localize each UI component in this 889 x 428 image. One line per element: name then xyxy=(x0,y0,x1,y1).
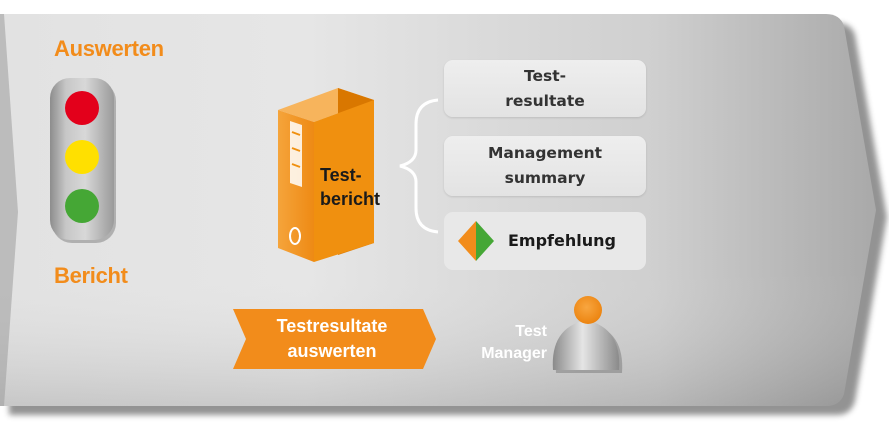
person-icon xyxy=(552,296,623,373)
traffic-light-green xyxy=(65,189,99,223)
folder-label: Test- bericht xyxy=(320,165,381,209)
brace-icon xyxy=(399,98,439,234)
content-box-empfehlung xyxy=(444,212,646,270)
activity-label: Testresultate auswerten xyxy=(276,316,388,361)
content-box-management-summary: Management summary xyxy=(444,136,646,196)
content-box-test-results: Test- resultate xyxy=(444,60,646,117)
content-box-empfehlung-label: Empfehlung xyxy=(508,231,616,250)
role-label: Test Manager xyxy=(481,323,547,362)
phase-top-label: Auswerten xyxy=(54,36,164,61)
panel-shading xyxy=(0,14,876,406)
content-box-label: Test- resultate xyxy=(505,66,585,110)
phase-bottom-label: Bericht xyxy=(54,263,128,288)
activity-arrow xyxy=(233,309,436,369)
traffic-light-red xyxy=(65,91,99,125)
diamond-icon xyxy=(458,221,494,261)
content-box-label: Management summary xyxy=(487,144,603,187)
traffic-light-yellow xyxy=(65,140,99,174)
folder-icon xyxy=(278,88,374,262)
panel-left-notch xyxy=(0,14,18,406)
